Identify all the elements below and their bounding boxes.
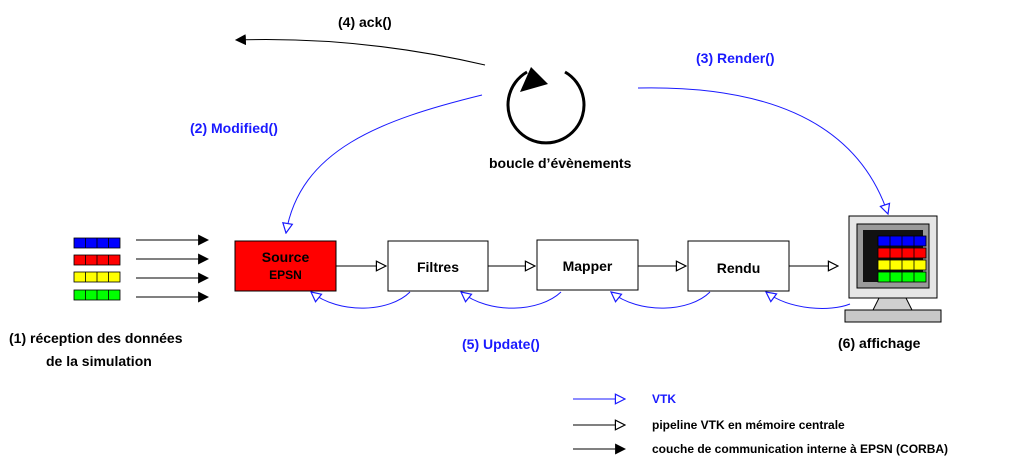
source-sublabel: EPSN xyxy=(269,268,302,282)
corba-arrows xyxy=(136,234,210,303)
update-arrows xyxy=(311,292,851,309)
mapper-label: Mapper xyxy=(563,258,613,274)
filters-box: Filtres xyxy=(387,240,489,292)
legend: VTK pipeline VTK en mémoire centrale cou… xyxy=(573,392,948,456)
event-loop-icon xyxy=(506,67,586,145)
data-grid-yellow xyxy=(73,271,121,283)
update-label: (5) Update() xyxy=(462,336,540,352)
modified-label: (2) Modified() xyxy=(190,120,278,136)
legend-item-pipeline: pipeline VTK en mémoire centrale xyxy=(573,418,845,432)
render-box: Rendu xyxy=(687,240,790,292)
data-grid-green xyxy=(73,289,121,301)
monitor-icon xyxy=(844,215,942,323)
legend-item-corba: couche de communication interne à EPSN (… xyxy=(573,442,948,456)
legend-label-corba: couche de communication interne à EPSN (… xyxy=(652,442,948,456)
source-label: Source xyxy=(262,249,310,265)
data-grid-red xyxy=(73,254,121,266)
data-grid-blue xyxy=(73,237,121,249)
reception-label-line2: de la simulation xyxy=(46,353,152,369)
legend-label-pipeline: pipeline VTK en mémoire centrale xyxy=(652,418,845,432)
event-loop-label: boucle d’évènements xyxy=(489,155,632,171)
modified-arrow xyxy=(286,94,483,233)
display-label: (6) affichage xyxy=(838,335,921,351)
filters-label: Filtres xyxy=(417,259,459,275)
render-label: (3) Render() xyxy=(696,50,775,66)
render-box-label: Rendu xyxy=(717,260,761,276)
legend-label-vtk: VTK xyxy=(652,392,676,406)
data-grids xyxy=(73,237,121,301)
mapper-box: Mapper xyxy=(536,239,639,291)
reception-label-line1: (1) réception des données xyxy=(9,330,183,346)
ack-arrow xyxy=(234,34,486,66)
ack-label: (4) ack() xyxy=(338,14,392,30)
legend-item-vtk: VTK xyxy=(573,392,676,406)
render-arrow xyxy=(637,87,888,214)
source-box: Source EPSN xyxy=(234,240,337,292)
screen-grid xyxy=(877,235,927,283)
